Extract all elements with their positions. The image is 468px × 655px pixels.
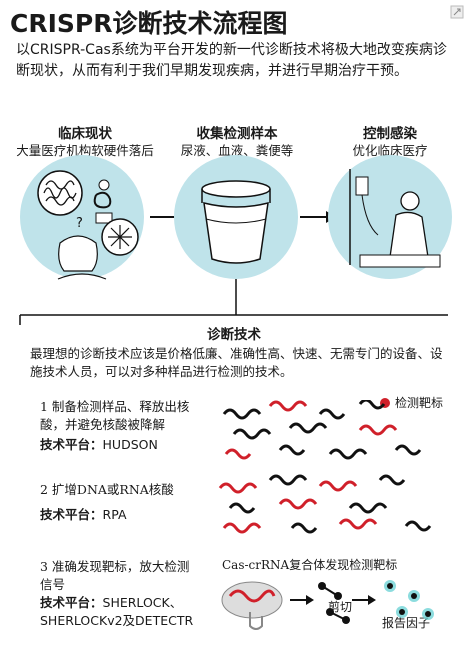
- col-sub-clinical: 大量医疗机构软硬件落后: [16, 143, 154, 158]
- col-sub-control: 优化临床医疗: [352, 143, 428, 158]
- page-title: CRISPR诊断技术流程图: [10, 9, 288, 38]
- intro-text: 以CRISPR-Cas系统为平台开发的新一代诊断技术将极大地改变疾病诊断现状，从…: [16, 42, 447, 79]
- col-heading-sample: 收集检测样本: [196, 126, 278, 142]
- step1-strands: [222, 400, 422, 460]
- legend-label: 检测靶标: [395, 396, 444, 410]
- patient-circle: [328, 155, 452, 279]
- diagnosis-desc: 最理想的诊断技术应该是价格低廉、准确性高、快速、无需专门的设备、设施技术人员，可…: [30, 346, 443, 379]
- step3-complex: [221, 580, 434, 630]
- step1-platform: 技术平台：HUDSON: [40, 437, 158, 452]
- step3-platform: 技术平台：SHERLOCK、SHERLOCKv2及DETECTR: [40, 595, 194, 628]
- pathogen-circle: ?: [20, 155, 144, 280]
- step3-complex-label: Cas-crRNA复合体发现检测靶标: [222, 558, 398, 572]
- step1-text: 1 制备检测样品、释放出核酸，并避免核酸被降解: [40, 399, 190, 432]
- step2-strands: [218, 474, 432, 534]
- workflow-illustration: ?: [19, 155, 452, 325]
- question-mark: ?: [76, 216, 83, 231]
- col-heading-control: 控制感染: [363, 126, 417, 142]
- col-sub-sample: 尿液、血液、粪便等: [180, 143, 294, 158]
- sample-circle: [174, 155, 298, 279]
- strand-illustrations: [218, 400, 434, 630]
- target-dot-icon: [380, 398, 390, 408]
- step2-platform: 技术平台：RPA: [40, 507, 127, 522]
- diagnosis-heading: 诊断技术: [207, 327, 261, 343]
- col-heading-clinical: 临床现状: [58, 126, 112, 142]
- step3-reporter-label: 报告因子: [382, 616, 431, 630]
- step2-text: 2 扩增DNA或RNA核酸: [40, 482, 174, 497]
- corner-icon[interactable]: [450, 4, 464, 19]
- step3-text: 3 准确发现靶标，放大检测信号: [40, 559, 190, 592]
- step3-cut-label: 剪切: [328, 600, 353, 614]
